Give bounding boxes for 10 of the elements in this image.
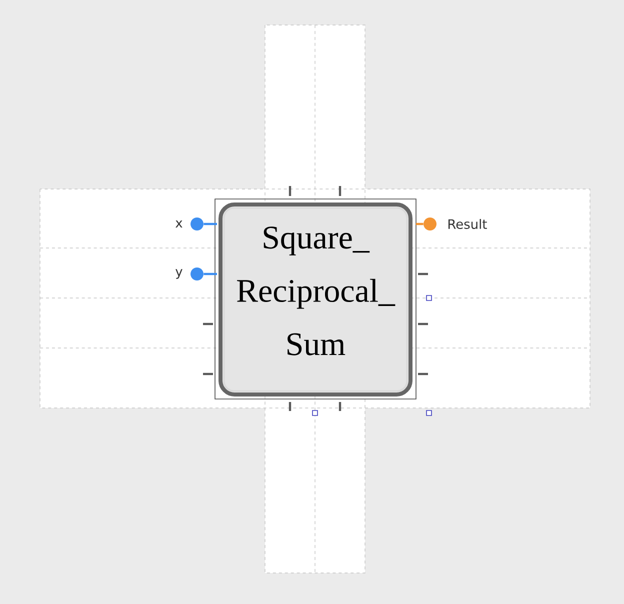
node-label: x <box>176 220 182 228</box>
connector-line <box>204 272 217 276</box>
port-pin: y <box>176 268 204 280</box>
node-label: Result <box>448 218 487 230</box>
connector-line <box>204 222 217 226</box>
function-block: Square_ Reciprocal_ Sum <box>214 198 416 400</box>
port-pin: Result <box>424 218 487 230</box>
connector-line <box>416 222 424 226</box>
port-pin: x <box>176 218 204 230</box>
node-label: y <box>176 269 182 279</box>
